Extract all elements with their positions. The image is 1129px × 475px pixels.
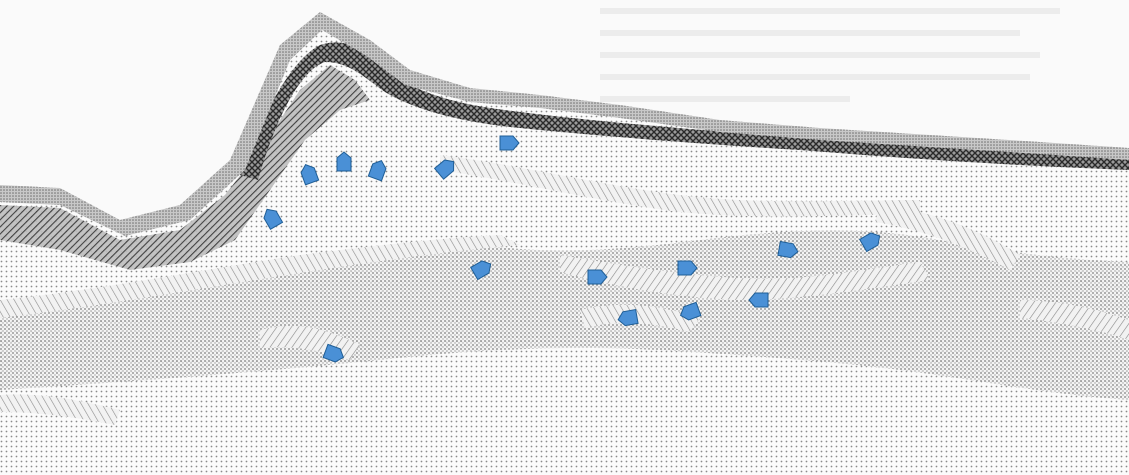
seismic-section-canvas [0,0,1129,475]
seismic-section-figure [0,0,1129,475]
